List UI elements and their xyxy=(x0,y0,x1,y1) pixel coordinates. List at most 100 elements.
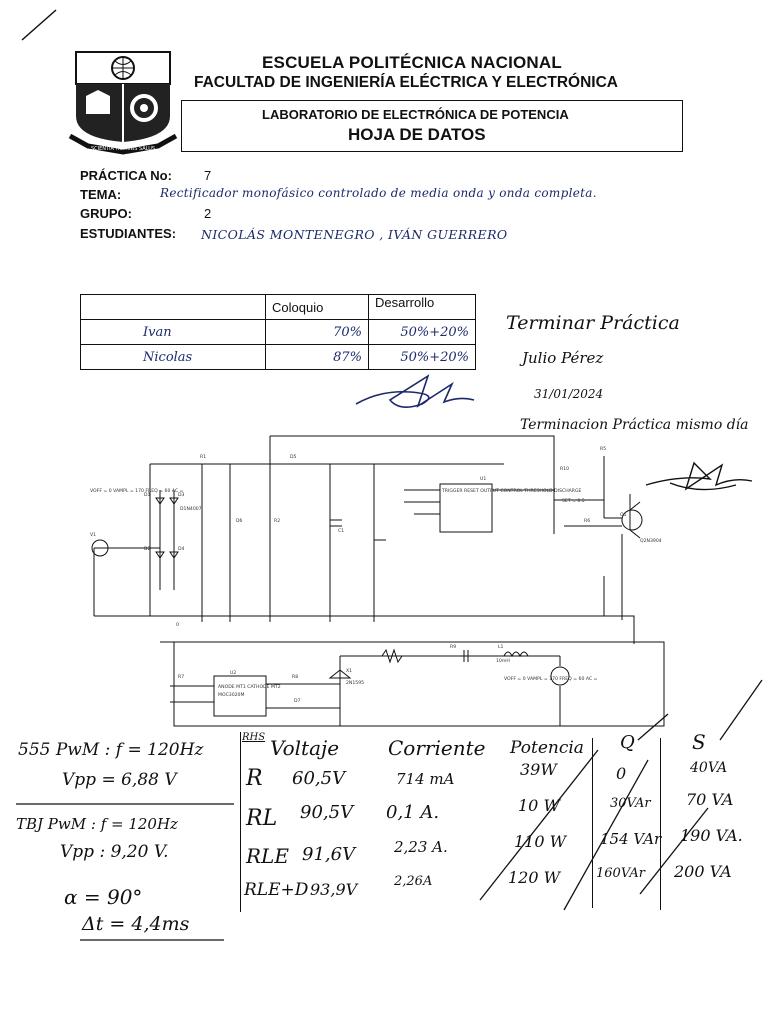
s-rled: 200 VA xyxy=(674,862,732,881)
pwm555-line1: 555 PwM : f = 120Hz xyxy=(18,740,204,760)
signature-1 xyxy=(355,374,475,408)
source-v1-label: VOFF = 0 VAMPL = 170 FREQ = 60 AC = xyxy=(90,488,184,494)
r7-label: R7 xyxy=(178,674,184,680)
coloquio-grade: 70% xyxy=(265,319,369,345)
student-name: Ivan xyxy=(80,319,266,345)
q1-label: Q1 xyxy=(620,512,627,518)
delta-t-underline xyxy=(80,939,224,941)
header-voltaje: Voltaje xyxy=(270,736,340,760)
q-rled: 160VAr xyxy=(596,866,645,881)
u1-pins: TRIGGER RESET OUTPUT CONTROL THRESHOLD D… xyxy=(441,488,582,494)
tema-value: Rectificador monofásico controlado de me… xyxy=(160,186,597,200)
l1-value: 10mH xyxy=(496,658,510,664)
estudiantes-value: NICOLÁS MONTENEGRO , IVÁN GUERRERO xyxy=(201,227,508,242)
d5-label: D5 xyxy=(290,454,297,460)
d7-label: D7 xyxy=(294,698,301,704)
u2-pins: ANODE MT1 CATHODE MT2 xyxy=(218,684,281,690)
grades-table: Coloquio Desarrollo Ivan 70% 50%+20% Nic… xyxy=(80,294,476,370)
source-v2-label: VOFF = 0 VAMPL = 170 FREQ = 60 AC = xyxy=(504,676,598,682)
lab-name: LABORATORIO DE ELECTRÓNICA DE POTENCIA xyxy=(262,107,569,122)
pen-strokes xyxy=(479,679,763,911)
alpha-value: α = 90° xyxy=(64,885,143,909)
pwm555-line2: Vpp = 6,88 V xyxy=(62,770,177,790)
current-rle: 2,23 A. xyxy=(394,838,448,856)
coloquio-grade: 87% xyxy=(265,344,369,370)
u2-part: MOC3020M xyxy=(218,692,244,698)
voltage-rl: 90,5V xyxy=(300,802,354,823)
s-rle: 190 VA. xyxy=(680,826,743,845)
q1-part: Q2N3904 xyxy=(640,538,662,544)
r8-label: R8 xyxy=(292,674,298,680)
current-rl: 0,1 A. xyxy=(386,802,440,823)
practica-value: 7 xyxy=(204,168,212,183)
l1-label: L1 xyxy=(498,644,504,650)
header-q: Q xyxy=(620,732,635,753)
results-corner: RHS xyxy=(242,732,266,743)
logo-motto: SCIENTIA HOMINIS SALUS xyxy=(91,146,155,152)
note-signer-name: Julio Pérez xyxy=(522,349,604,367)
q-rle: 154 VAr xyxy=(600,830,662,848)
desarrollo-grade: 50%+20% xyxy=(368,319,476,345)
power-rl: 10 W xyxy=(518,796,560,815)
tema-label: TEMA: xyxy=(80,187,122,202)
tbj-line2: Vpp : 9,20 V. xyxy=(60,842,169,862)
voltage-rled: 93,9V xyxy=(310,880,358,899)
tbj-line1: TBJ PwM : f = 120Hz xyxy=(16,815,178,833)
q-rl: 30VAr xyxy=(610,796,651,811)
institution-title: ESCUELA POLITÉCNICA NACIONAL xyxy=(262,53,562,72)
voltage-rle: 91,6V xyxy=(302,844,356,865)
u1-label: U1 xyxy=(480,476,486,482)
note-date: 31/01/2024 xyxy=(534,387,604,401)
power-r: 39W xyxy=(520,760,557,779)
corner-pen-stroke xyxy=(21,9,57,41)
school-logo: SCIENTIA HOMINIS SALUS xyxy=(68,51,178,155)
header-potencia: Potencia xyxy=(510,738,584,758)
circuit-schematic: VOFF = 0 VAMPL = 170 FREQ = 60 AC = V1 D… xyxy=(90,435,665,727)
grades-header-corner xyxy=(80,294,266,320)
grupo-value: 2 xyxy=(204,206,212,221)
grades-header-row: Coloquio Desarrollo xyxy=(80,294,476,320)
r6-label: R6 xyxy=(584,518,590,524)
current-r: 714 mA xyxy=(396,770,455,788)
s-rl: 70 VA xyxy=(686,790,734,809)
s-r: 40VA xyxy=(690,760,728,776)
grupo-label: GRUPO: xyxy=(80,206,132,221)
power-rled: 120 W xyxy=(508,868,561,887)
header-corriente: Corriente xyxy=(388,736,486,760)
set-label: SET = 0.5 xyxy=(562,498,585,504)
ground-label: 0 xyxy=(176,622,179,628)
d4-label: D4 xyxy=(178,546,185,552)
note-terminacion: Terminacion Práctica mismo día xyxy=(520,417,749,433)
grades-header-coloquio: Coloquio xyxy=(265,294,369,320)
load-rle: RLE xyxy=(246,844,289,868)
note-terminar-practica: Terminar Práctica xyxy=(506,312,680,334)
estudiantes-label: ESTUDIANTES: xyxy=(80,226,177,241)
desarrollo-grade: 50%+20% xyxy=(368,344,476,370)
c1-label: C1 xyxy=(338,528,344,534)
faculty-title: FACULTAD DE INGENIERÍA ELÉCTRICA Y ELECT… xyxy=(194,74,618,91)
r9-label: R9 xyxy=(450,644,456,650)
d3-label: D3 xyxy=(178,492,185,498)
r2-label: R2 xyxy=(274,518,280,524)
practica-label: PRÁCTICA No: xyxy=(80,168,172,183)
r5-label: R5 xyxy=(600,446,606,452)
voltage-r: 60,5V xyxy=(292,768,346,789)
load-rl: RL xyxy=(246,806,278,831)
r1-label: R1 xyxy=(200,454,206,460)
q-r: 0 xyxy=(616,764,627,783)
r10-label: R10 xyxy=(560,466,569,472)
delta-t-value: Δt = 4,4ms xyxy=(82,913,190,935)
sheet-title: HOJA DE DATOS xyxy=(348,125,486,144)
d2-label: D2 xyxy=(144,546,151,552)
header-s: S xyxy=(692,730,706,754)
table-row: Nicolas 87% 50%+20% xyxy=(80,344,476,370)
results-table: RHS Voltaje Corriente Potencia Q S R 60,… xyxy=(236,730,766,920)
table-row: Ivan 70% 50%+20% xyxy=(80,319,476,345)
power-rle: 110 W xyxy=(514,832,567,851)
bracket-555 xyxy=(16,803,234,805)
x1-part: 2N1595 xyxy=(346,680,364,686)
student-name: Nicolas xyxy=(80,344,266,370)
load-r: R xyxy=(246,766,263,791)
load-rled: RLE+D xyxy=(244,880,309,900)
u2-label: U2 xyxy=(230,670,236,676)
